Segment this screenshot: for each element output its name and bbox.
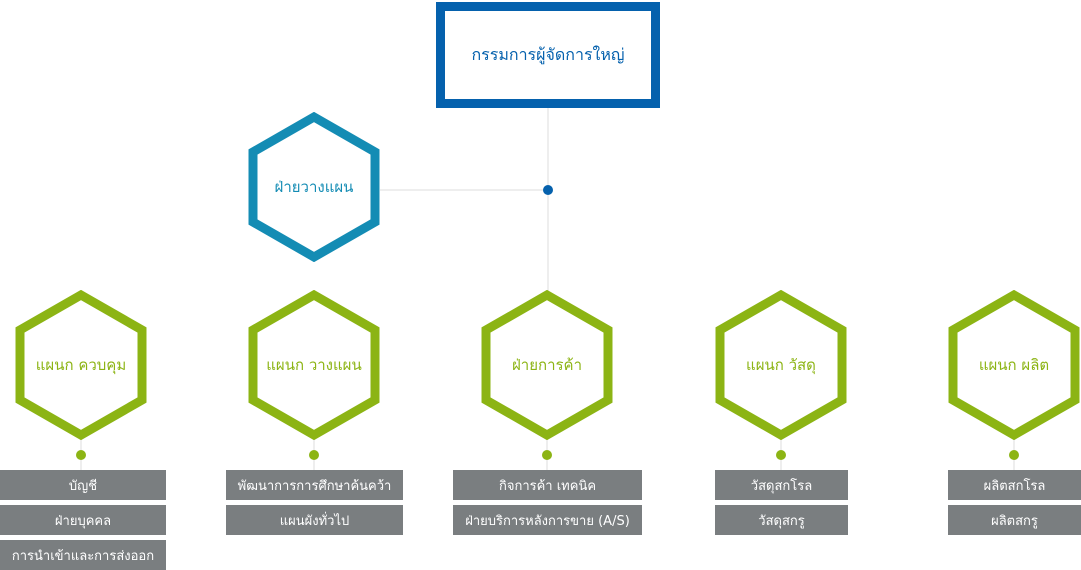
sub-unit-box: วัสดุสกรู — [715, 505, 848, 535]
dept-label-trade: ฝ่ายการค้า — [511, 356, 583, 374]
dept-1-dot — [76, 450, 86, 460]
sub-unit-box: ผลิตสกรู — [948, 505, 1081, 535]
top-executive-box: กรรมการผู้จัดการใหญ่ — [436, 2, 660, 108]
hexagon-shape-icon — [481, 290, 613, 440]
dept-5-dot — [1009, 450, 1019, 460]
hexagon-shape-icon — [248, 290, 380, 440]
hexagon-shape-icon — [248, 112, 380, 262]
dept-hex-trade: ฝ่ายการค้า — [480, 290, 614, 440]
dept-label-control: แผนก ควบคุม — [35, 356, 127, 374]
hexagon-shape-icon — [715, 290, 847, 440]
sub-unit-box: แผนผังทั่วไป — [226, 505, 403, 535]
dept-4-dot — [776, 450, 786, 460]
dept-label-materials: แผนก วัสดุ — [746, 356, 816, 374]
dept-hex-production: แผนก ผลิต — [947, 290, 1081, 440]
sub-unit-box: พัฒนาการการศึกษาค้นคว้า — [226, 470, 403, 500]
junction-dot — [543, 185, 553, 195]
sub-unit-box: ผลิตสกโรล — [948, 470, 1081, 500]
hexagon-shape-icon — [948, 290, 1080, 440]
sub-unit-box: ฝ่ายบุคคล — [0, 505, 166, 535]
staff-planning-hex: ฝ่ายวางแผน — [247, 112, 381, 262]
hexagon-shape-icon — [15, 290, 147, 440]
dept-2-dot — [309, 450, 319, 460]
dept-label-planning: แผนก วางแผน — [266, 356, 362, 374]
sub-unit-box: วัสดุสกโรล — [715, 470, 848, 500]
staff-planning-label: ฝ่ายวางแผน — [274, 178, 354, 196]
top-executive-label: กรรมการผู้จัดการใหญ่ — [471, 44, 625, 64]
dept-label-production: แผนก ผลิต — [978, 356, 1050, 374]
dept-3-dot — [542, 450, 552, 460]
dept-hex-control: แผนก ควบคุม — [14, 290, 148, 440]
sub-unit-box: ฝ่ายบริการหลังการขาย (A/S) — [453, 505, 642, 535]
dept-hex-planning: แผนก วางแผน — [247, 290, 381, 440]
sub-unit-box: กิจการค้า เทคนิค — [453, 470, 642, 500]
dept-hex-materials: แผนก วัสดุ — [714, 290, 848, 440]
sub-unit-box: การนำเข้าและการส่งออก — [0, 540, 166, 570]
sub-unit-box: บัญชี — [0, 470, 166, 500]
